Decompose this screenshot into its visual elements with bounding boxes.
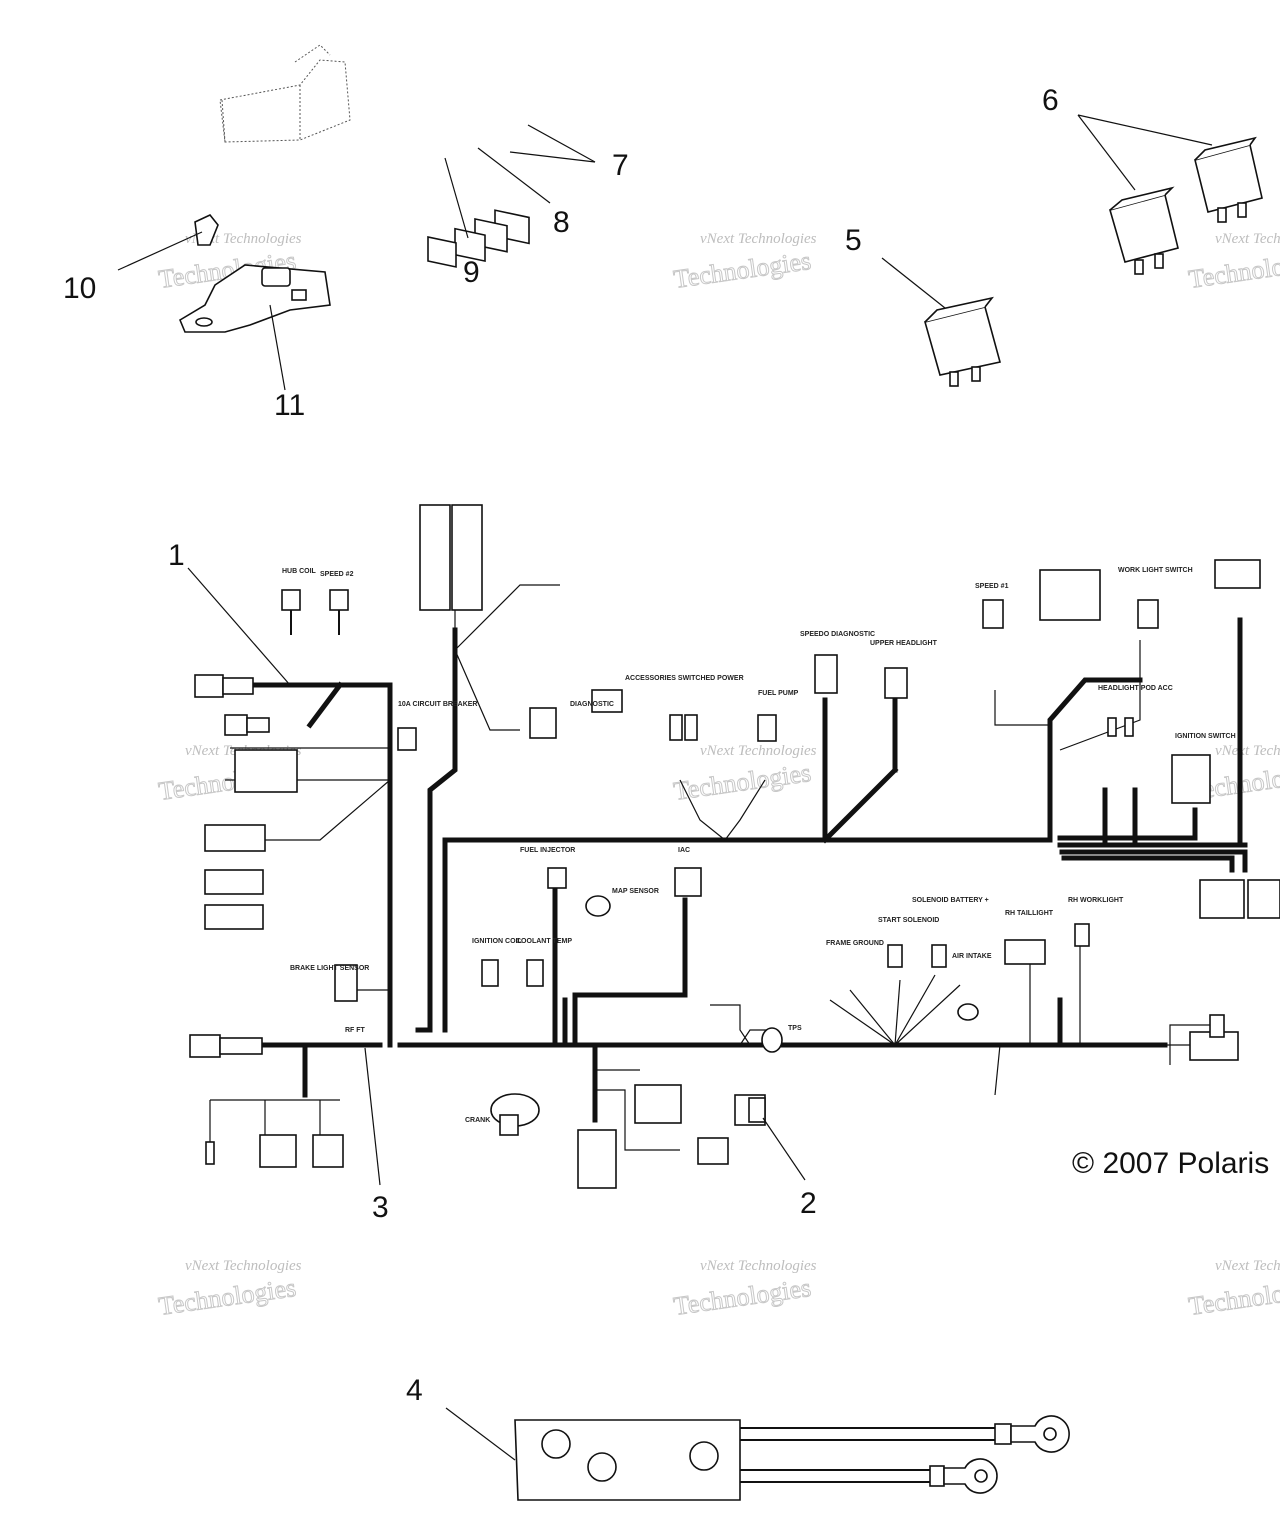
label-fuel-pump: FUEL PUMP [758, 690, 799, 697]
label-ignition-coil: IGNITION COIL [472, 938, 523, 945]
callout-numbers: 1 2 3 4 5 6 7 8 9 10 11 [63, 84, 1059, 1407]
label-fuel-injector: FUEL INJECTOR [520, 847, 575, 854]
fuse-box-part [219, 44, 351, 143]
watermark-outline: Technologies [672, 758, 813, 806]
battery-cable-part [514, 1415, 1070, 1501]
relay-bracket-part [178, 214, 331, 333]
callout-11: 11 [274, 389, 305, 422]
harness-connectors [189, 504, 1280, 1189]
callout-7: 7 [612, 149, 629, 182]
copyright-text: © 2007 Polaris [1072, 1147, 1269, 1180]
watermark-line: vNext Technologies [1215, 231, 1280, 247]
label-work-light-switch: WORK LIGHT SWITCH [1118, 567, 1193, 574]
label-iac: IAC [678, 847, 690, 854]
watermark-line: vNext Technologies [700, 231, 817, 247]
callout-4: 4 [406, 1374, 423, 1407]
watermark-outline: Technologies [1187, 246, 1280, 294]
label-map-sensor: MAP SENSOR [612, 888, 659, 895]
watermark-line: vNext Technologies [700, 1258, 817, 1274]
label-ignition-switch: IGNITION SWITCH [1175, 733, 1236, 740]
label-air-intake: AIR INTAKE [952, 953, 992, 960]
label-speed2: SPEED #2 [320, 571, 354, 578]
callout-10: 10 [63, 272, 96, 305]
label-start-solenoid: START SOLENOID [878, 917, 939, 924]
callout-5: 5 [845, 224, 862, 257]
watermark-outline: Technologies [672, 246, 813, 294]
watermark-line: vNext Technologies [1215, 743, 1280, 759]
label-circuit-breaker: 10A CIRCUIT BREAKER [398, 701, 477, 708]
label-headlight-pod: HEADLIGHT POD ACC [1098, 685, 1173, 692]
watermark-outline: Technologies [157, 1273, 298, 1321]
label-hub-coil: HUB COIL [282, 568, 317, 575]
label-rh-worklight: RH WORKLIGHT [1068, 897, 1124, 904]
callout-3: 3 [372, 1191, 389, 1224]
label-rh-taillight: RH TAILLIGHT [1005, 910, 1054, 917]
watermark-line: vNext Technologies [1215, 1258, 1280, 1274]
label-accessories: ACCESSORIES SWITCHED POWER [625, 675, 744, 682]
callout-6: 6 [1042, 84, 1059, 117]
watermark-outline: Technologies [672, 1273, 813, 1321]
callout-8: 8 [553, 206, 570, 239]
component-labels: HUB COIL SPEED #2 10A CIRCUIT BREAKER DI… [282, 567, 1236, 1124]
watermark-line: vNext Technologies [185, 1258, 302, 1274]
top-leader-lines [117, 114, 1213, 391]
mini-fuse-parts [427, 209, 530, 268]
label-brake-light: BRAKE LIGHT SENSOR [290, 965, 369, 972]
callout-9: 9 [463, 256, 480, 289]
harness-leader-lines [187, 567, 806, 1461]
watermark-outline: Technologies [1187, 1273, 1280, 1321]
callout-1: 1 [168, 539, 185, 572]
label-rf-ft: RF FT [345, 1027, 366, 1034]
label-solenoid-battery: SOLENOID BATTERY + [912, 897, 989, 904]
label-tps: TPS [788, 1025, 802, 1032]
wiring-harness [209, 510, 1248, 1151]
label-crank: CRANK [465, 1117, 490, 1124]
watermark-line: vNext Technologies [700, 743, 817, 759]
label-diagnostic: DIAGNOSTIC [570, 701, 614, 708]
label-upper-headlight: UPPER HEADLIGHT [870, 640, 938, 647]
label-coolant-temp: COOLANT TEMP [516, 938, 572, 945]
label-speed1: SPEED #1 [975, 583, 1009, 590]
label-frame-ground: FRAME GROUND [826, 940, 884, 947]
relay-parts [924, 136, 1263, 387]
label-speedo-diag: SPEEDO DIAGNOSTIC [800, 631, 875, 638]
callout-2: 2 [800, 1187, 817, 1220]
